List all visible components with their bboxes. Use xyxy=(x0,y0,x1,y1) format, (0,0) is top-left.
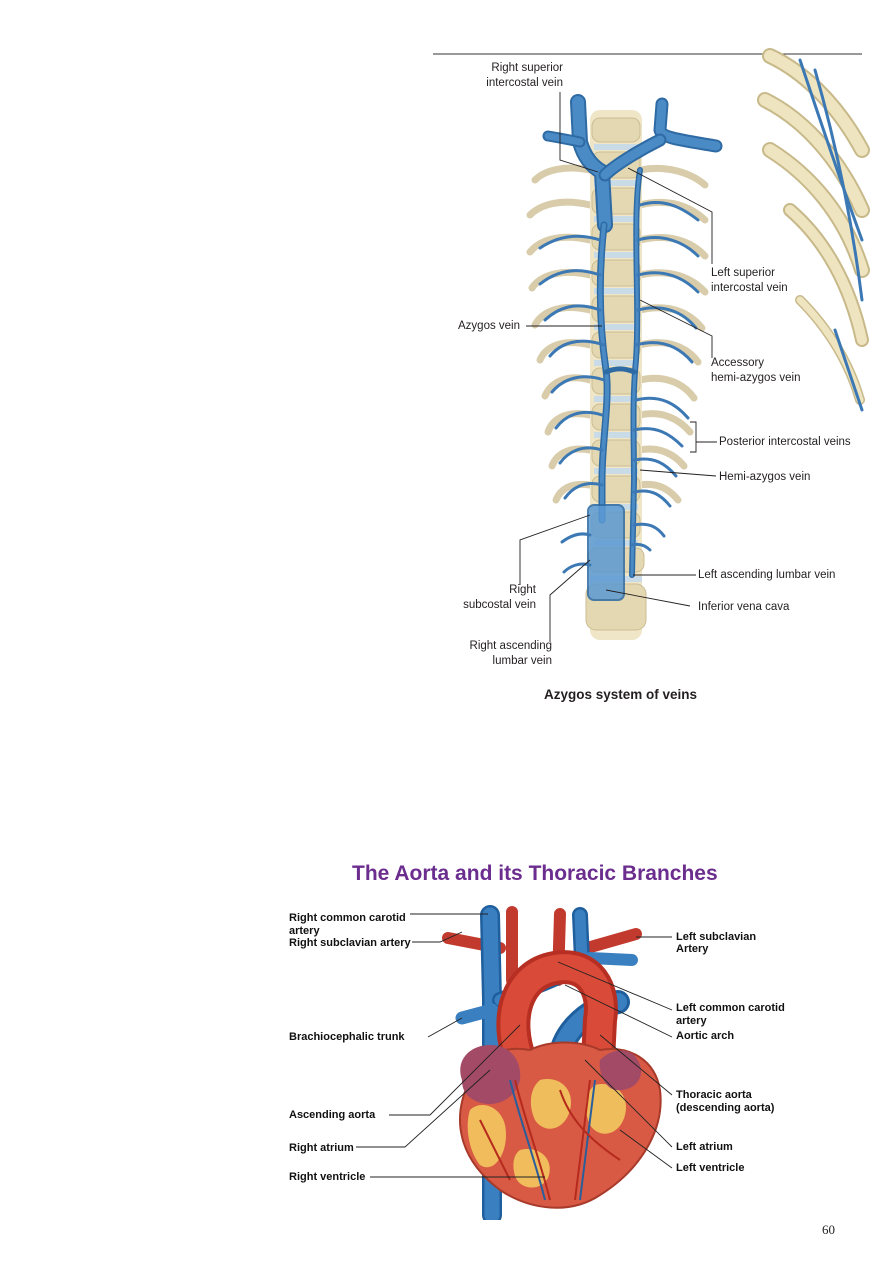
label-right-superior-intercostal-line1: Right superior xyxy=(491,62,563,74)
label-left-ascending-lumbar-vein: Left ascending lumbar vein xyxy=(698,569,836,581)
label-thoracic-aorta-line1: Thoracic aorta xyxy=(676,1089,752,1101)
label-left-common-carotid-line1: Left common carotid xyxy=(676,1002,785,1014)
label-accessory-line2: hemi-azygos vein xyxy=(711,372,801,384)
label-right-atrium: Right atrium xyxy=(289,1142,354,1154)
label-right-ventricle: Right ventricle xyxy=(289,1171,366,1183)
label-right-superior-intercostal-line2: intercostal vein xyxy=(486,77,563,89)
azygos-illustration xyxy=(433,48,870,642)
label-right-ascending-lumbar-line2: lumbar vein xyxy=(492,655,552,667)
label-left-subclavian-line2: Artery xyxy=(676,943,709,955)
label-right-subcostal-line1: Right xyxy=(509,584,536,596)
label-left-common-carotid-line2: artery xyxy=(676,1015,707,1027)
label-brachiocephalic-trunk: Brachiocephalic trunk xyxy=(289,1031,405,1043)
label-right-common-carotid-line2: artery xyxy=(289,925,320,937)
heart-illustration xyxy=(356,905,673,1220)
rib-cage xyxy=(757,48,870,412)
label-left-ventricle: Left ventricle xyxy=(676,1162,745,1174)
label-left-superior-intercostal-line2: intercostal vein xyxy=(711,282,788,294)
label-right-ascending-lumbar-line1: Right ascending xyxy=(469,640,552,652)
leader-lines xyxy=(519,92,717,642)
page-number: 60 xyxy=(822,1222,835,1237)
figure2-leader-lines xyxy=(356,913,673,1178)
label-left-atrium: Left atrium xyxy=(676,1141,733,1153)
label-aortic-arch: Aortic arch xyxy=(676,1030,735,1042)
label-accessory-line1: Accessory xyxy=(711,357,765,369)
label-left-subclavian-line1: Left subclavian xyxy=(676,931,757,943)
coronary-vessels xyxy=(479,1079,621,1201)
label-hemi-azygos-vein: Hemi-azygos vein xyxy=(719,471,811,483)
veins xyxy=(538,94,723,601)
label-right-subcostal-line2: subcostal vein xyxy=(463,599,536,611)
label-azygos-vein: Azygos vein xyxy=(458,320,521,332)
label-inferior-vena-cava: Inferior vena cava xyxy=(698,601,790,613)
label-thoracic-aorta-line2: (descending aorta) xyxy=(676,1102,775,1114)
label-posterior-intercostal-veins: Posterior intercostal veins xyxy=(719,436,851,448)
figure2-title: The Aorta and its Thoracic Branches xyxy=(352,862,718,885)
right-atrium xyxy=(460,1045,521,1104)
label-right-common-carotid-line1: Right common carotid xyxy=(289,912,406,924)
figure1-caption: Azygos system of veins xyxy=(544,687,698,702)
label-right-subclavian-artery: Right subclavian artery xyxy=(289,937,411,949)
label-left-superior-intercostal-line1: Left superior xyxy=(711,267,775,279)
label-ascending-aorta: Ascending aorta xyxy=(289,1109,376,1121)
